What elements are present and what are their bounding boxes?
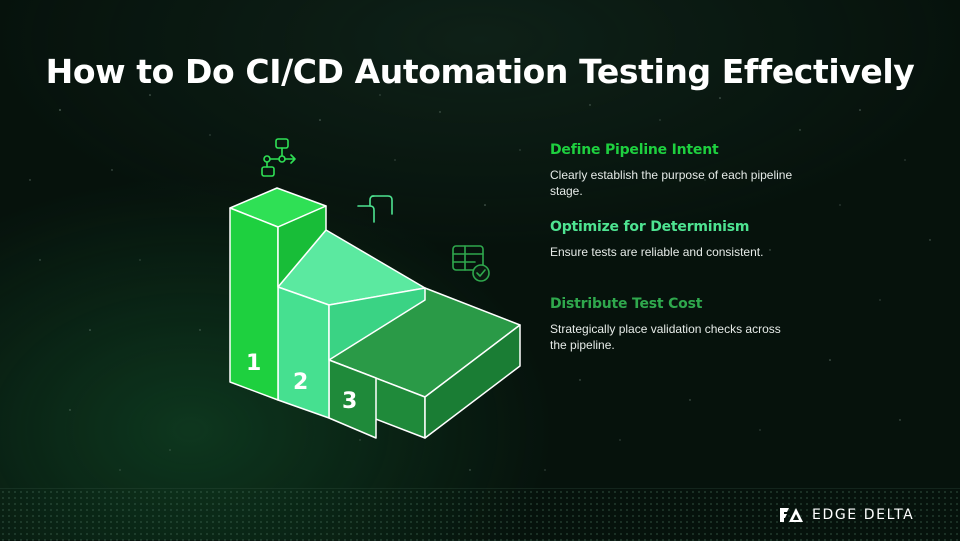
step-2-block [277, 229, 426, 419]
page-title: How to Do CI/CD Automation Testing Effec… [45, 52, 915, 91]
brand-name: EDGE DELTA [812, 507, 915, 523]
edge-delta-logo-icon [780, 508, 803, 522]
step-2-heading: Optimize for Determinism [550, 219, 750, 235]
step-3-text: Distribute Test Cost Strategically place… [550, 296, 800, 353]
step-1-description: Clearly establish the purpose of each pi… [550, 168, 793, 198]
step-1-number: 1 [246, 351, 261, 376]
step-3-block [328, 287, 521, 439]
step-2-description: Ensure tests are reliable and consistent… [550, 245, 764, 259]
step-3-heading: Distribute Test Cost [550, 296, 703, 312]
step-2-number: 2 [293, 370, 308, 395]
brand-logo: EDGE DELTA [778, 504, 914, 526]
step-1-block [229, 187, 327, 401]
step-2-text: Optimize for Determinism Ensure tests ar… [550, 219, 800, 260]
table-check-icon [452, 245, 490, 282]
step-1-heading: Define Pipeline Intent [550, 142, 719, 158]
step-3-description: Strategically place validation checks ac… [550, 322, 781, 352]
step-1-text: Define Pipeline Intent Clearly establish… [550, 142, 800, 199]
workflow-icon [261, 138, 296, 177]
step-3-number: 3 [342, 389, 357, 414]
footer-band [0, 488, 960, 541]
pipeline-branch-icon [357, 195, 393, 223]
